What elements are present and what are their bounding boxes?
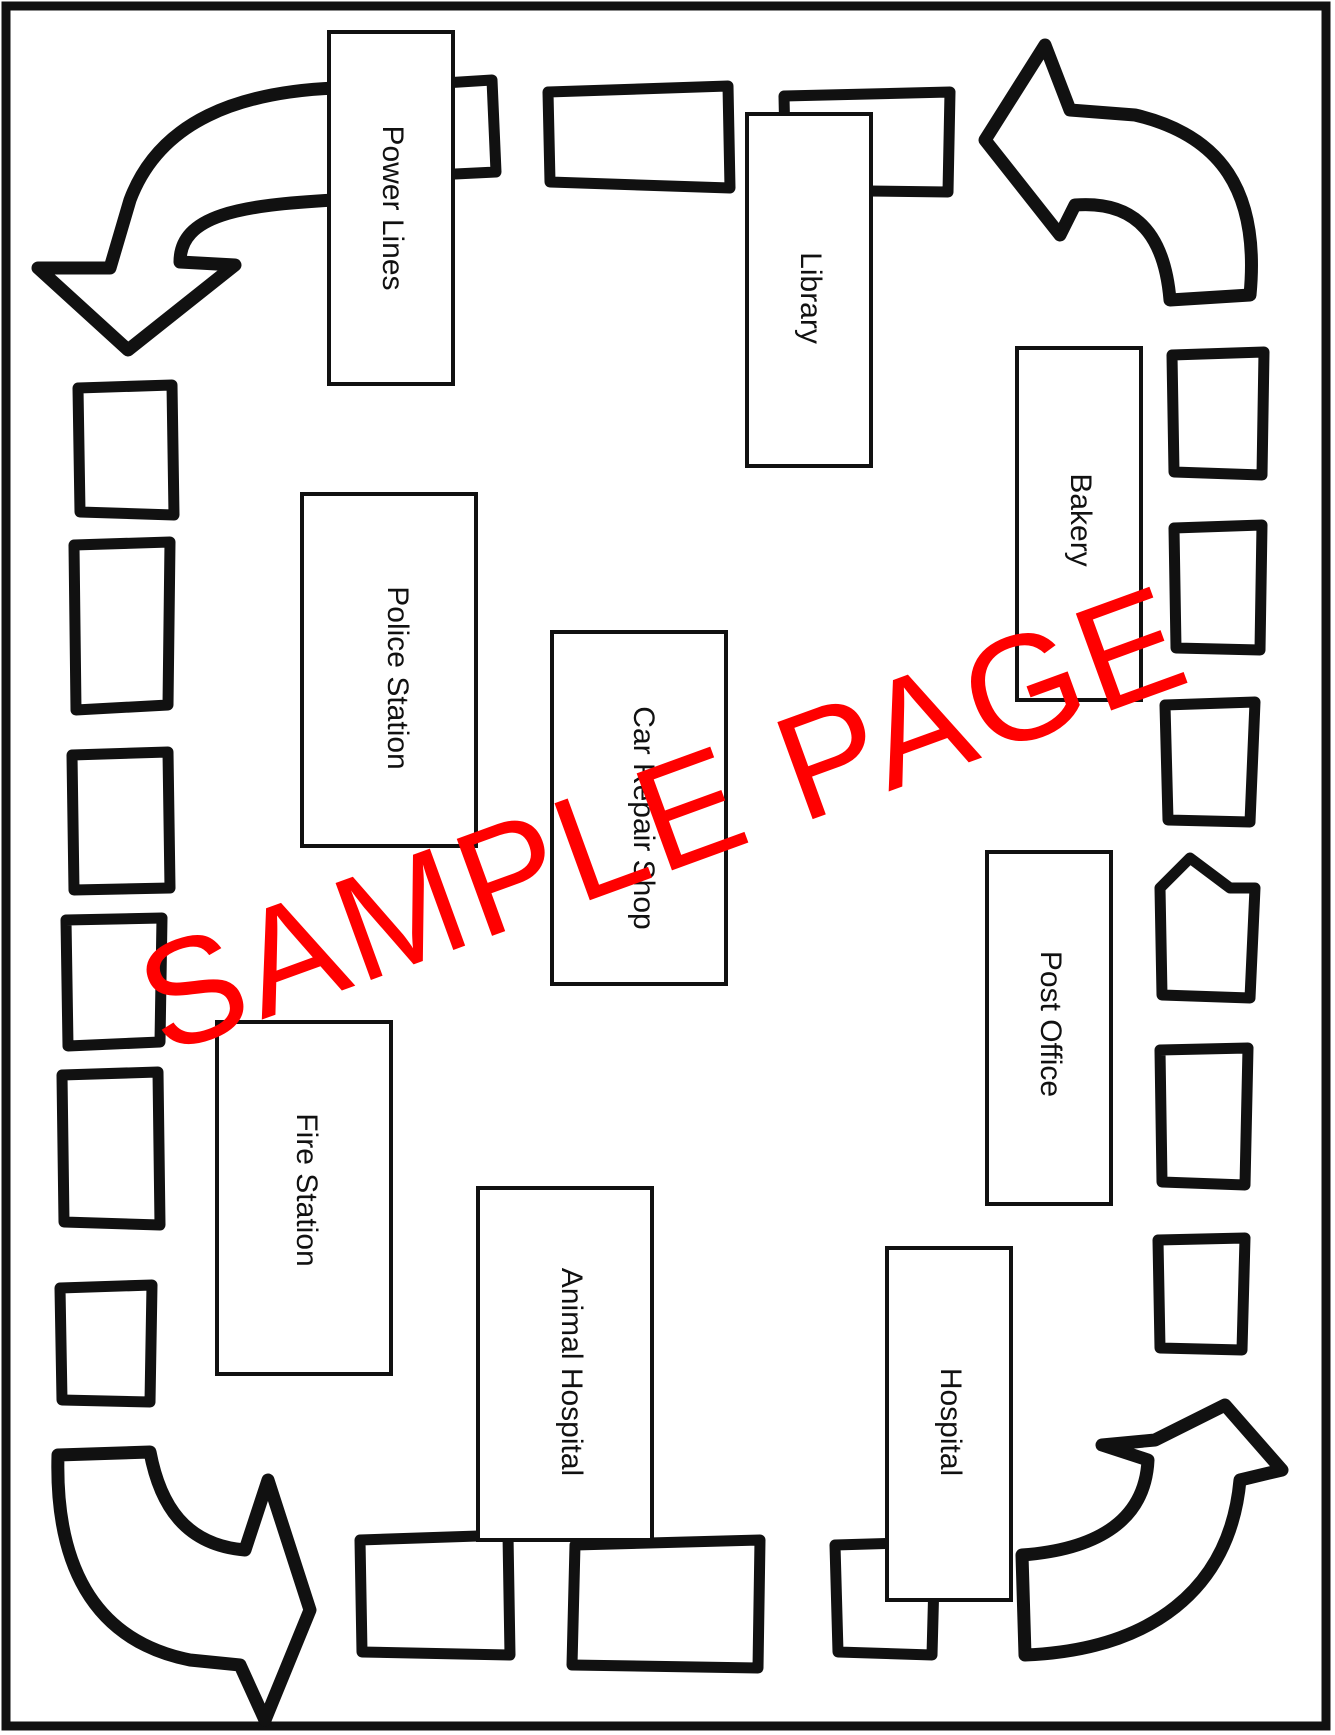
building-library[interactable]: Library	[747, 114, 871, 466]
track-space[interactable]	[60, 1285, 152, 1402]
building-label: Fire Station	[290, 1113, 323, 1266]
building-label: Bakery	[1064, 473, 1097, 566]
building-label: Animal Hospital	[555, 1268, 588, 1476]
building-hospital[interactable]: Hospital	[887, 1248, 1011, 1600]
building-police-station[interactable]: Police Station	[302, 494, 476, 846]
building-label: Post Office	[1034, 951, 1067, 1097]
track-space[interactable]	[1174, 525, 1262, 650]
track-space[interactable]	[1160, 1048, 1248, 1185]
building-label: Police Station	[381, 586, 414, 769]
track-space[interactable]	[548, 86, 730, 188]
track-space[interactable]	[72, 752, 170, 890]
building-power-lines[interactable]: Power Lines	[329, 32, 453, 384]
track-space[interactable]	[62, 1072, 160, 1225]
track-space[interactable]	[1158, 1238, 1245, 1350]
track-space[interactable]	[78, 385, 174, 515]
track-space[interactable]	[74, 542, 170, 710]
track-space[interactable]	[360, 1535, 510, 1655]
track-space[interactable]	[1172, 352, 1264, 475]
track-space[interactable]	[572, 1540, 760, 1668]
building-label: Hospital	[934, 1368, 967, 1476]
building-label: Power Lines	[376, 125, 409, 290]
building-label: Library	[794, 252, 827, 344]
building-animal-hospital[interactable]: Animal Hospital	[478, 1188, 652, 1540]
building-fire-station[interactable]: Fire Station	[217, 1022, 391, 1374]
building-post-office[interactable]: Post Office	[987, 852, 1111, 1204]
